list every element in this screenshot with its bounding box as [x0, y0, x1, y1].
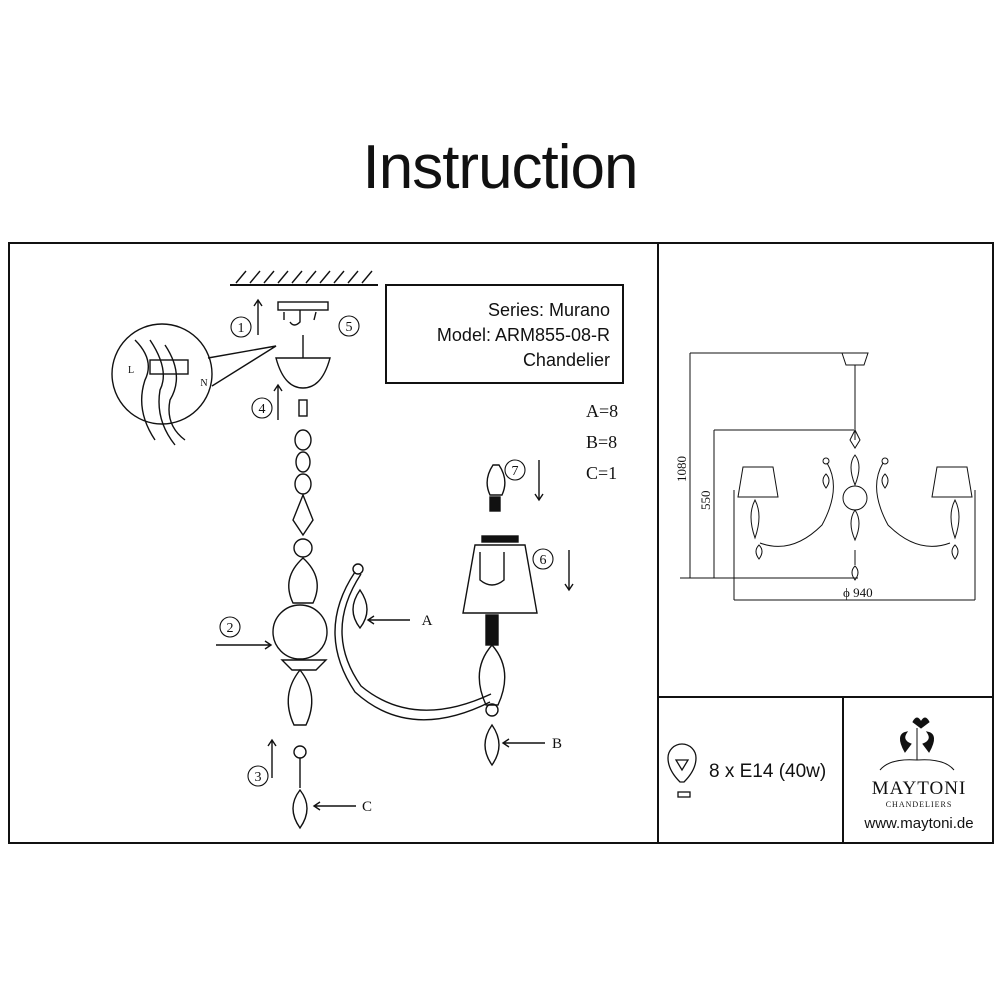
- brand-subtitle: CHANDELIERS: [885, 800, 953, 809]
- part-quantities: A=8 B=8 C=1: [586, 396, 618, 489]
- step-6: 6: [540, 553, 547, 568]
- dimension-drawing: [680, 352, 976, 601]
- mounting-plate: [277, 301, 329, 311]
- light-bulb-icon: [667, 743, 697, 798]
- mounting-hook: [283, 310, 317, 326]
- wire-l: L: [128, 365, 134, 376]
- brand-name: MAYTONI: [871, 778, 967, 799]
- bulb-spec: 8 x E14 (40w): [709, 761, 827, 782]
- quantity-a: A=8: [586, 401, 619, 421]
- step-markers: [219, 315, 554, 787]
- step-1: 1: [238, 321, 245, 336]
- step-2: 2: [227, 621, 234, 636]
- product-type: Chandelier: [522, 350, 610, 370]
- brand-url: www.maytoni.de: [864, 815, 974, 832]
- step-4: 4: [259, 402, 266, 417]
- label-b: B: [552, 736, 562, 752]
- step-5: 5: [346, 320, 353, 335]
- candle-bulb: [486, 464, 506, 512]
- step-3: 3: [255, 770, 262, 785]
- chain: [292, 399, 314, 537]
- arm: [334, 563, 506, 767]
- divider: [842, 696, 844, 844]
- dim-height-total: 1080: [674, 456, 689, 482]
- label-c: C: [362, 799, 372, 815]
- step-7: 7: [512, 464, 519, 479]
- canopy: [275, 357, 331, 389]
- model: Model: ARM855-08-R: [436, 325, 610, 345]
- product-info-box: Series: Murano Model: ARM855-08-R Chande…: [385, 284, 624, 384]
- wiring-detail: [111, 323, 277, 446]
- series: Series: Murano: [487, 300, 610, 320]
- lamp-shade: [462, 535, 538, 614]
- quantity-c: C=1: [586, 463, 618, 483]
- divider: [657, 696, 994, 698]
- instruction-frame: [8, 242, 994, 844]
- maytoni-logo-icon: [879, 717, 955, 771]
- central-column: [272, 538, 328, 830]
- wire-n: N: [200, 378, 207, 389]
- dim-diameter: ϕ 940: [843, 585, 873, 600]
- divider: [657, 242, 659, 844]
- step-arrows: [216, 298, 574, 811]
- page-title: Instruction: [362, 133, 638, 202]
- dim-height-body: 550: [698, 491, 713, 511]
- quantity-b: B=8: [586, 432, 618, 452]
- ceiling-hatch: [230, 270, 378, 286]
- label-a: A: [422, 613, 433, 629]
